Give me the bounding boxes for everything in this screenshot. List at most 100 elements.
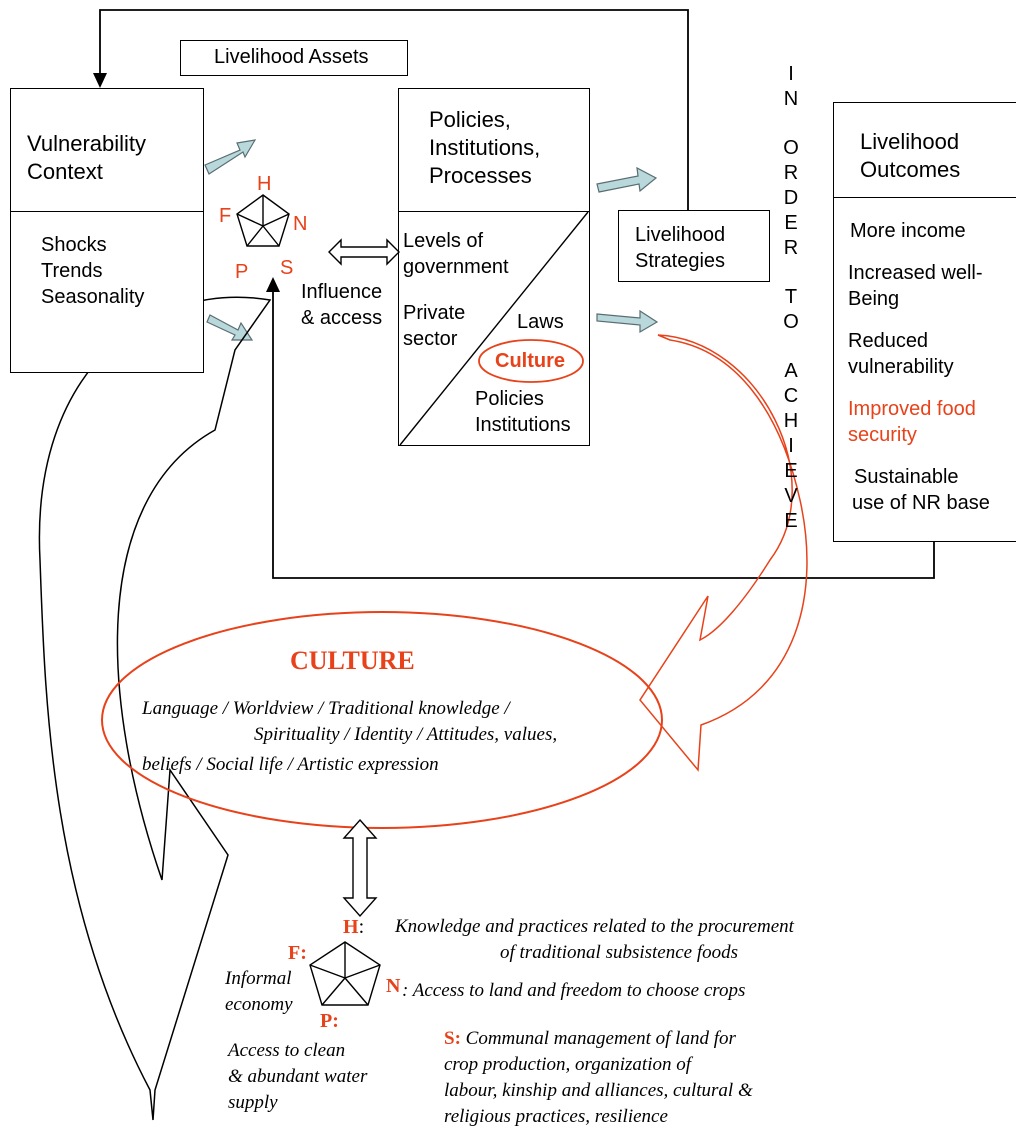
- culture-line2: Spirituality / Identity / Attitudes, val…: [254, 724, 558, 745]
- feedback-arrowhead-bottom: [266, 277, 280, 292]
- outcomes-title-line2: Outcomes: [860, 157, 961, 182]
- pentagon-bottom-h: H:: [343, 916, 364, 939]
- pentagon-bottom-f: F:: [288, 942, 307, 964]
- vulnerability-item-trends: Trends: [41, 260, 103, 282]
- p-label-line3: supply: [228, 1092, 278, 1113]
- pentagon-bottom-h-colon: :: [358, 916, 365, 938]
- vert-letter: O: [783, 311, 799, 333]
- private-line1: Private: [403, 302, 466, 324]
- outcome-sustainable-line2: use of NR base: [852, 492, 990, 514]
- vert-letter: A: [784, 360, 798, 382]
- culture-big-title: CULTURE: [290, 646, 415, 675]
- private-line2: sector: [403, 328, 458, 350]
- vulnerability-item-seasonality: Seasonality: [41, 286, 145, 308]
- vert-letter: E: [784, 460, 798, 482]
- f-label-line1: Informal: [225, 968, 292, 989]
- pentagon-top-h: H: [257, 173, 272, 195]
- livelihood-assets-label: Livelihood Assets: [214, 46, 369, 68]
- vert-letter: E: [784, 212, 798, 234]
- outcome-food-line2: security: [848, 424, 917, 446]
- outcome-food-line1: Improved food: [848, 398, 976, 420]
- influence-line2: & access: [301, 307, 383, 329]
- levels-line1: Levels of: [403, 230, 484, 252]
- pentagon-bottom-n: N: [386, 975, 401, 997]
- livelihood-assets-box: Livelihood Assets: [180, 40, 408, 76]
- livelihood-strategies-box: Livelihood Strategies: [618, 210, 770, 282]
- vulnerability-context-box: Vulnerability Context Shocks Trends Seas…: [10, 88, 204, 373]
- policies-title-line3: Processes: [429, 163, 532, 188]
- outcome-wellbeing-line2: Being: [848, 288, 900, 310]
- h-label-line1: Knowledge and practices related to the p…: [395, 916, 794, 937]
- vert-gap: [776, 335, 806, 359]
- vert-letter: N: [783, 88, 799, 110]
- p-label-line1: Access to clean: [228, 1040, 346, 1061]
- outcome-more-income: More income: [850, 220, 966, 242]
- pentagon-top: [236, 194, 290, 247]
- double-arrow-horizontal: [328, 238, 400, 266]
- culture-small-ellipse: [478, 339, 584, 383]
- vulnerability-item-shocks: Shocks: [41, 234, 107, 256]
- policies-line2: Institutions: [475, 414, 571, 436]
- s-label-line1: S: Communal management of land for: [444, 1026, 736, 1051]
- pentagon-top-f: F: [219, 205, 232, 227]
- policies-title-line2: Institutions,: [429, 135, 541, 160]
- strategies-line2: Strategies: [635, 250, 726, 272]
- culture-big-ellipse: [101, 611, 663, 829]
- pentagon-top-s: S: [280, 257, 294, 279]
- strategies-line1: Livelihood: [635, 224, 726, 246]
- vert-letter: H: [783, 410, 799, 432]
- p-label-line2: & abundant water: [228, 1066, 368, 1087]
- policies-divider: [399, 211, 589, 212]
- n-label: : Access to land and freedom to choose c…: [402, 980, 746, 1001]
- s-label-text1: Communal management of land for: [460, 1028, 736, 1049]
- f-label-line2: economy: [225, 994, 293, 1015]
- s-label-line3: labour, kinship and alliances, cultural …: [444, 1080, 753, 1101]
- culture-line3: beliefs / Social life / Artistic express…: [142, 754, 439, 775]
- pentagon-bottom-h-letter: H: [343, 916, 359, 938]
- vert-letter: C: [783, 385, 799, 407]
- vert-letter: I: [788, 435, 794, 457]
- arrow-vuln-to-assets: [204, 139, 257, 175]
- vert-letter: T: [784, 286, 798, 308]
- vert-letter: V: [784, 485, 798, 507]
- livelihood-outcomes-box: Livelihood Outcomes More income Increase…: [833, 102, 1016, 542]
- policies-diagonal: [399, 211, 589, 446]
- h-label-line2: of traditional subsistence foods: [500, 942, 739, 963]
- arrow-pol-to-outcomes: [596, 309, 659, 334]
- feedback-line-bottom: [272, 285, 935, 579]
- s-label-line2: crop production, organization of: [444, 1054, 691, 1075]
- curved-arrow-left: [38, 296, 272, 1121]
- vulnerability-title-line1: Vulnerability: [27, 131, 147, 156]
- policies-box: Policies, Institutions, Processes Levels…: [398, 88, 590, 446]
- vert-letter: R: [783, 162, 799, 184]
- pentagon-bottom-p: P:: [320, 1010, 339, 1032]
- influence-line1: Influence: [301, 281, 383, 303]
- vert-letter: R: [783, 237, 799, 259]
- vert-letter: O: [783, 137, 799, 159]
- curved-arrow-right: [639, 334, 808, 772]
- outcome-vulnerability-line2: vulnerability: [848, 356, 954, 378]
- outcome-vulnerability-line1: Reduced: [848, 330, 929, 352]
- arrow-pol-to-strategies: [596, 166, 658, 193]
- vert-letter: I: [788, 63, 794, 85]
- vert-gap: [776, 112, 806, 136]
- vert-letter: E: [784, 510, 798, 532]
- pentagon-bottom-s: S:: [444, 1028, 461, 1049]
- culture-line1: Language / Worldview / Traditional knowl…: [142, 698, 510, 719]
- s-label-line4: religious practices, resilience: [444, 1106, 668, 1127]
- pentagon-bottom: [309, 941, 381, 1006]
- culture-small-label: Culture: [495, 350, 565, 372]
- vert-gap: [776, 261, 806, 285]
- policies-title-line1: Policies,: [429, 107, 511, 132]
- pentagon-top-n: N: [293, 213, 308, 235]
- outcome-sustainable-line1: Sustainable: [854, 466, 959, 488]
- double-arrow-vertical: [342, 818, 378, 918]
- vulnerability-title-line2: Context: [27, 159, 103, 184]
- outcomes-divider: [834, 197, 1016, 198]
- feedback-line-top: [99, 9, 689, 210]
- laws-label: Laws: [517, 311, 564, 333]
- pentagon-top-p: P: [235, 261, 249, 283]
- policies-line1: Policies: [475, 388, 544, 410]
- vert-letter: D: [783, 187, 799, 209]
